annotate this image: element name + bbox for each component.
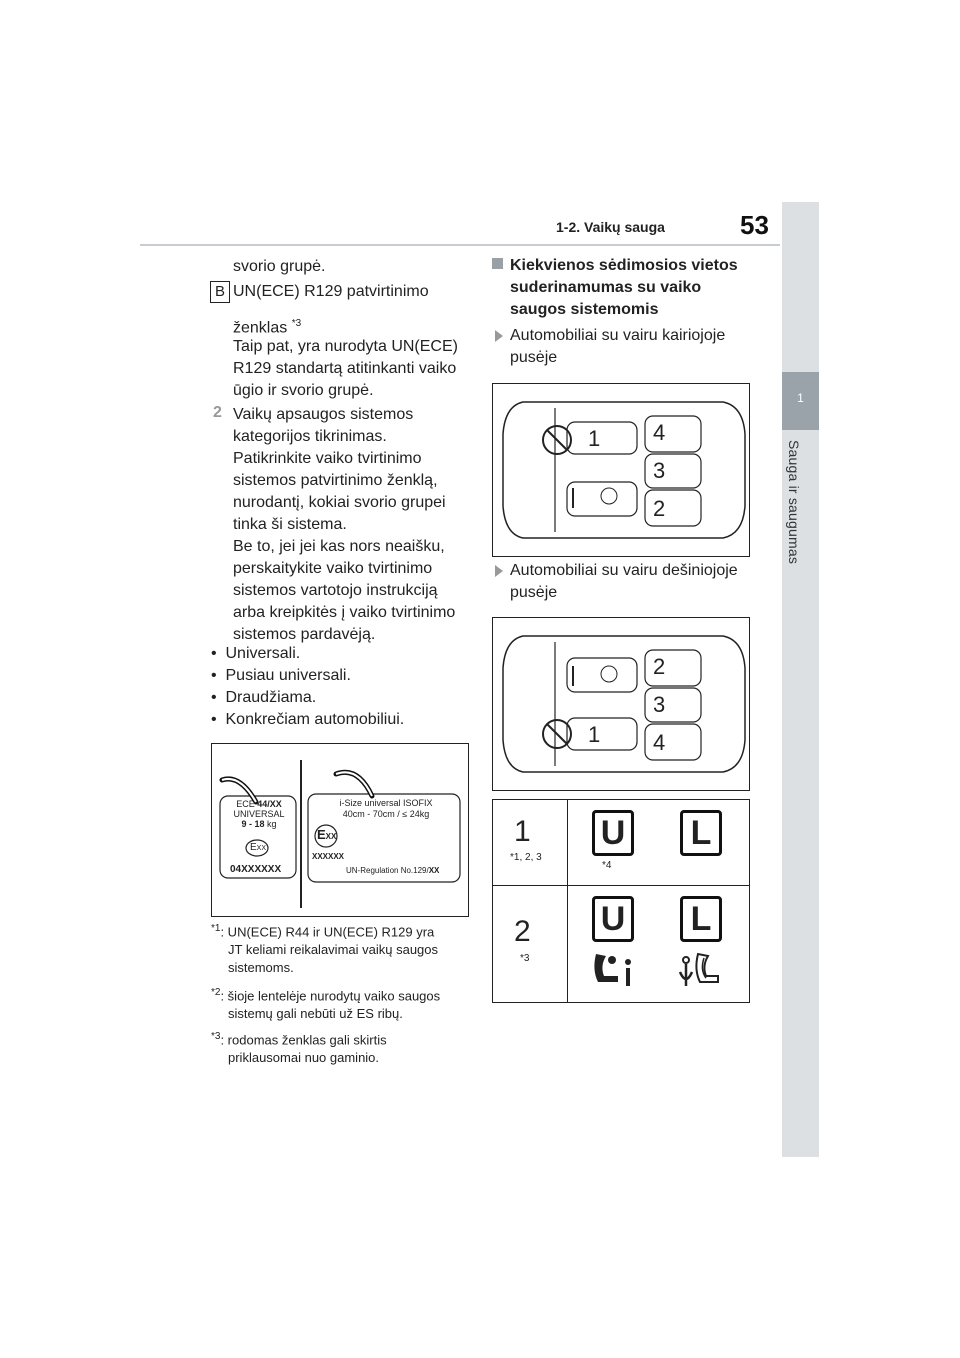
step2-text: Vaikų apsaugos sistemos kategorijos tikr… — [233, 404, 455, 646]
approval-labels-figure: ECE 44/XX UNIVERSAL 9 - 18 kg EXX 04XXXX… — [211, 743, 469, 917]
section-title: 1-2. Vaikų sauga — [556, 219, 665, 235]
chapter-sidebar — [782, 202, 819, 1157]
car-rhd-illustration — [502, 635, 746, 773]
step2-line: Vaikų apsaugos sistemos — [233, 406, 414, 423]
list-item: • Universali. — [211, 645, 301, 662]
isize-label-text: i-Size universal ISOFIX 40cm - 70cm / ≤ … — [339, 798, 433, 819]
b-description: Taip pat, yra nurodyta UN(ECE) R129 stan… — [233, 336, 458, 402]
b-title-sup: *3 — [291, 318, 302, 329]
seat-number: 4 — [653, 420, 666, 445]
step2-line: sistemos pardavėją. — [233, 626, 376, 643]
table-note: *4 — [602, 860, 612, 871]
text-svorio: svorio grupė. — [233, 258, 326, 275]
seat-number: 4 — [653, 730, 666, 755]
lateral-icon: L — [680, 896, 722, 942]
table-divider — [492, 885, 749, 886]
footnote-2: *2: šioje lentelėje nurodytų vaiko saugo… — [211, 987, 441, 1022]
chapter-tab[interactable] — [782, 372, 819, 430]
arrow-bullet-icon — [495, 565, 503, 577]
table-seat-number: 2 — [514, 915, 531, 948]
step2-line: kategorijos tikrinimas. — [233, 428, 387, 445]
list-item: • Draudžiama. — [211, 689, 317, 706]
lhd-caption: Automobiliai su vairu kairiojoje pusėje — [510, 327, 726, 366]
heading-bullet-icon — [492, 258, 503, 269]
car-lhd-illustration — [502, 401, 746, 539]
step2-line: Patikrinkite vaiko tvirtinimo — [233, 450, 422, 467]
isize-emark: EXX — [317, 827, 337, 842]
step2-line: Be to, jei jei kas nors neaišku, — [233, 538, 445, 555]
footnote-3: *3: rodomas ženklas gali skirtis priklau… — [211, 1031, 387, 1066]
universal-icon: U — [592, 810, 634, 856]
isize-booster-icon — [594, 954, 631, 986]
approval-labels-illustration — [219, 760, 461, 908]
label-b-marker: B — [210, 281, 230, 303]
step2-line: arba kreipkitės į vaiko tvirtinimo — [233, 604, 456, 621]
table-note: *1, 2, 3 — [510, 852, 542, 863]
universal-icon: U — [592, 896, 634, 942]
step2-line: nurodantį, kokiai svorio grupei — [233, 494, 446, 511]
page-number: 53 — [740, 210, 769, 240]
step2-line: tinka ši sistema. — [233, 516, 347, 533]
compatibility-heading: Kiekvienos sėdimosios vietos suderinamum… — [510, 257, 738, 318]
seat-number: 2 — [653, 496, 666, 521]
seat-number: 2 — [653, 654, 666, 679]
header-rule — [140, 244, 780, 246]
table-note: *3 — [520, 953, 530, 964]
seat-number: 3 — [653, 458, 666, 483]
lhd-seat-diagram: 1 4 3 2 — [492, 383, 750, 557]
isize-code: XXXXXX — [312, 852, 345, 861]
ece-label-text: ECE 44/XX UNIVERSAL 9 - 18 kg — [233, 799, 285, 829]
b-title-text: ženklas — [233, 319, 288, 337]
footnote-1: *1: UN(ECE) R44 ir UN(ECE) R129 yra JT k… — [211, 923, 439, 976]
seat-number: 1 — [588, 426, 601, 451]
b-desc-line: Taip pat, yra nurodyta UN(ECE) — [233, 338, 458, 355]
step2-line: perskaitykite vaiko tvirtinimo — [233, 560, 433, 577]
table-seat-number: 1 — [514, 815, 531, 848]
list-item: • Konkrečiam automobiliui. — [211, 711, 405, 728]
category-list: • Universali. • Pusiau universali. • Dra… — [211, 643, 404, 731]
seat-number: 3 — [653, 692, 666, 717]
ece-emark: EXX — [250, 842, 267, 853]
isize-regulation: UN-Regulation No.129/XX — [346, 866, 440, 875]
b-desc-line: R129 standartą atitinkanti vaiko — [233, 360, 457, 377]
ece-code: 04XXXXXX — [230, 864, 282, 875]
b-title-line1: UN(ECE) R129 patvirtinimo — [233, 283, 429, 300]
step-number-2: 2 — [213, 404, 222, 421]
isofix-anchor-icon — [678, 952, 719, 986]
step2-line: sistemos vartotojo instrukciją — [233, 582, 438, 599]
rhd-caption: Automobiliai su vairu dešiniojoje pusėje — [510, 562, 738, 601]
b-title-line2: ženklas *3 — [233, 313, 301, 339]
lateral-icon: L — [680, 810, 722, 856]
seat-number: 1 — [588, 722, 601, 747]
chapter-number: 1 — [797, 391, 804, 405]
compatibility-table — [492, 799, 750, 1003]
rhd-seat-diagram: 2 3 1 4 — [492, 617, 750, 791]
arrow-bullet-icon — [495, 330, 503, 342]
table-divider — [567, 799, 568, 1002]
chapter-label: Sauga ir saugumas — [786, 440, 802, 565]
b-desc-line: ūgio ir svorio grupė. — [233, 382, 374, 399]
step2-line: sistemos patvirtinimo ženklą, — [233, 472, 438, 489]
list-item: • Pusiau universali. — [211, 667, 351, 684]
